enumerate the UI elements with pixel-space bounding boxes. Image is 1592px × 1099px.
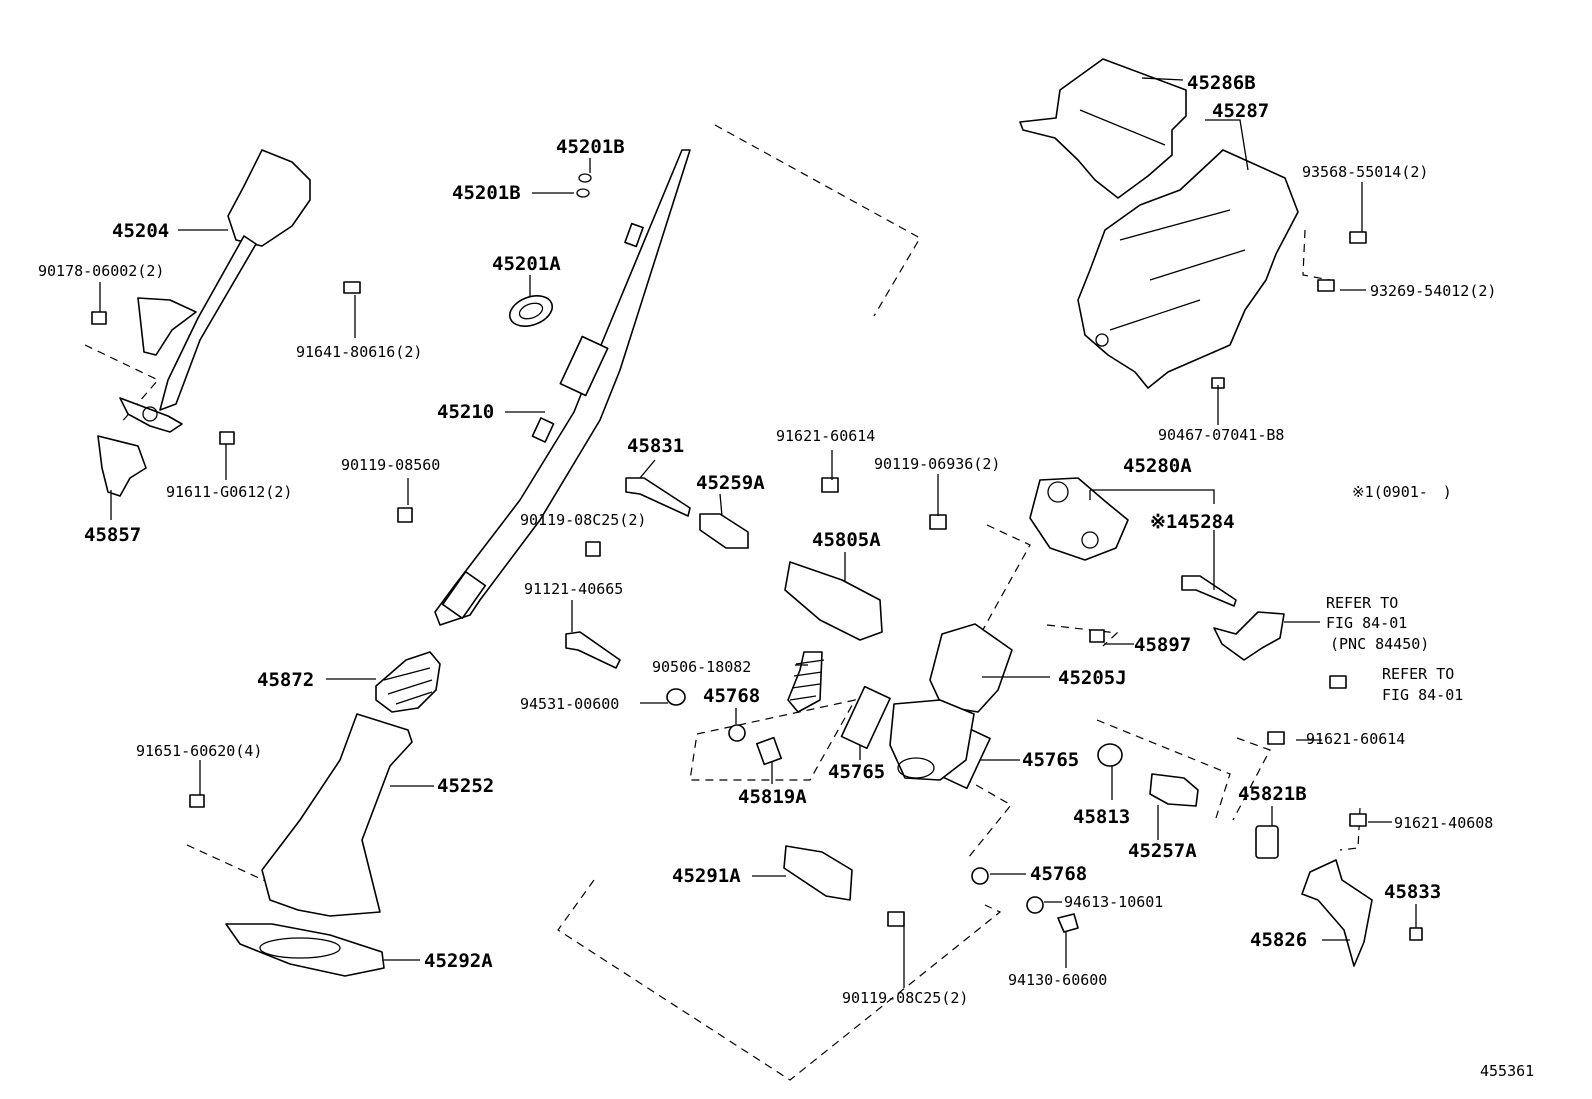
label-45286B: 45286B <box>1187 72 1256 94</box>
label-45259A: 45259A <box>696 472 765 494</box>
ring-45201B-upper <box>578 173 592 183</box>
label-45210: 45210 <box>437 401 494 423</box>
label-93568-55014: 93568-55014(2) <box>1302 163 1428 181</box>
label-45252: 45252 <box>437 775 494 797</box>
label-90119-08C25-top: 90119-08C25(2) <box>520 511 646 529</box>
label-45287: 45287 <box>1212 100 1269 122</box>
steering-lock-45280A <box>1029 477 1129 561</box>
label-45284: ※145284 <box>1150 511 1235 533</box>
label-45821B: 45821B <box>1238 783 1307 805</box>
label-94531-00600: 94531-00600 <box>520 695 619 713</box>
steering-shaft-45210 <box>434 149 691 626</box>
part-drawings <box>91 58 1423 977</box>
label-45813: 45813 <box>1073 806 1130 828</box>
ring-45201B-lower <box>576 188 590 198</box>
label-refer-2-line1: REFER TO <box>1382 665 1454 683</box>
label-45805A: 45805A <box>812 529 881 551</box>
bushing-45257A <box>1149 773 1199 807</box>
nut-94130-60600 <box>1057 913 1079 933</box>
label-94613-10601: 94613-10601 <box>1064 893 1163 911</box>
label-note-0901: ※1(0901- ) <box>1352 483 1452 501</box>
label-91611-G0612: 91611-G0612(2) <box>166 483 292 501</box>
label-refer-2-line2: FIG 84-01 <box>1382 686 1463 704</box>
bushing-45813 <box>1097 743 1123 767</box>
label-45857: 45857 <box>84 524 141 546</box>
label-91641-80616: 91641-80616(2) <box>296 343 422 361</box>
label-90506-18082: 90506-18082 <box>652 658 751 676</box>
column-cover-45252 <box>261 713 413 917</box>
diagram-id: 455361 <box>1480 1062 1534 1080</box>
seal-45201A <box>508 295 554 327</box>
bracket-45291A <box>783 845 853 901</box>
connector-sensor <box>1213 611 1285 661</box>
label-90119-08C25-bottom: 90119-08C25(2) <box>842 989 968 1007</box>
label-refer-1-line3: (PNC 84450) <box>1330 635 1429 653</box>
label-45826: 45826 <box>1250 929 1307 951</box>
upper-cover-45286B <box>1019 58 1187 199</box>
washer-94531-00600 <box>666 688 686 706</box>
plate-45821B <box>1255 825 1279 859</box>
label-91621-40608: 91621-40608 <box>1394 814 1493 832</box>
label-90467-07041-B8: 90467-07041-B8 <box>1158 426 1284 444</box>
bracket-45826 <box>1301 859 1373 967</box>
label-45205J: 45205J <box>1058 667 1127 689</box>
label-45897: 45897 <box>1134 634 1191 656</box>
label-45765-right: 45765 <box>1022 749 1079 771</box>
label-45291A: 45291A <box>672 865 741 887</box>
label-45765-left: 45765 <box>828 761 885 783</box>
label-90178-06002: 90178-06002(2) <box>38 262 164 280</box>
lower-cover-45287 <box>1077 149 1299 389</box>
boot-45872 <box>375 651 441 713</box>
bracket-45857 <box>97 435 147 497</box>
label-94130-60600: 94130-60600 <box>1008 971 1107 989</box>
label-93269-54012: 93269-54012(2) <box>1370 282 1496 300</box>
nut-45768-left <box>728 724 746 742</box>
label-45201B-upper: 45201B <box>556 136 625 158</box>
label-45292A: 45292A <box>424 950 493 972</box>
part-labels: 45286B 45287 93568-55014(2) 93269-54012(… <box>38 72 1534 1080</box>
label-45833: 45833 <box>1384 881 1441 903</box>
label-45204: 45204 <box>112 220 169 242</box>
label-90119-08560: 90119-08560 <box>341 456 440 474</box>
label-45201A: 45201A <box>492 253 561 275</box>
label-91651-60620: 91651-60620(4) <box>136 742 262 760</box>
nut-45768-right <box>971 867 989 885</box>
label-45768-left: 45768 <box>703 685 760 707</box>
label-45819A: 45819A <box>738 786 807 808</box>
label-45257A: 45257A <box>1128 840 1197 862</box>
support-bracket-45204 <box>227 149 311 247</box>
label-91621-60614-top: 91621-60614 <box>776 427 875 445</box>
label-refer-1-line2: FIG 84-01 <box>1326 614 1407 632</box>
washer-94613-10601 <box>1026 896 1044 914</box>
label-91621-60614-right: 91621-60614 <box>1306 730 1405 748</box>
label-45831: 45831 <box>627 435 684 457</box>
label-91121-40665: 91121-40665 <box>524 580 623 598</box>
column-housing-45205J <box>929 623 1013 713</box>
pin-45819A <box>755 736 783 766</box>
gasket-45292A <box>225 923 385 977</box>
switch-45284 <box>1181 575 1237 607</box>
label-refer-1-line1: REFER TO <box>1326 594 1398 612</box>
bolt-91121-40665 <box>565 631 621 669</box>
bolt-45831 <box>625 477 691 517</box>
leader-lines <box>99 77 1417 988</box>
bracket-45805A <box>784 561 883 641</box>
label-90119-06936: 90119-06936(2) <box>874 455 1000 473</box>
label-45280A: 45280A <box>1123 455 1192 477</box>
dashed-group-lines <box>84 124 1361 1081</box>
label-45872: 45872 <box>257 669 314 691</box>
label-45201B-lower: 45201B <box>452 182 521 204</box>
bushing-45259A <box>699 513 749 549</box>
label-45768-right: 45768 <box>1030 863 1087 885</box>
pad-45765-left <box>840 685 891 750</box>
